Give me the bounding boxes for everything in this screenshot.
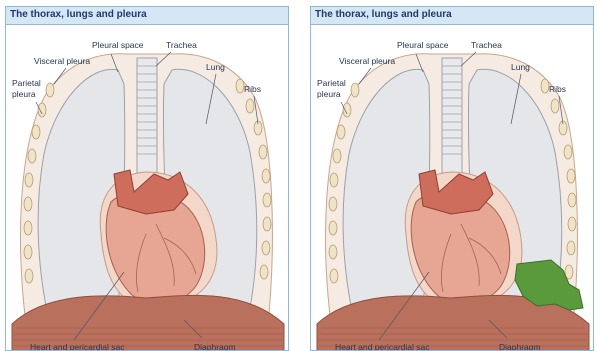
label-parietal: Parietal: [12, 78, 41, 88]
label-trachea: Trachea: [166, 40, 197, 50]
label-diaphragm: Diaphragm: [194, 342, 236, 351]
label-diaphragm: Diaphragm: [499, 342, 541, 351]
label-trachea: Trachea: [471, 40, 502, 50]
panel-title-bar: The thorax, lungs and pleura: [6, 7, 288, 25]
trachea: [137, 58, 157, 178]
label-pleural-space: Pleural space: [92, 40, 144, 50]
label-heart: Heart and pericardial sac: [335, 342, 430, 351]
thorax-illustration: Pleural space Trachea Visceral pleura Lu…: [6, 24, 289, 351]
label-lung: Lung: [206, 62, 225, 72]
label-lung: Lung: [511, 62, 530, 72]
great-vessels: [114, 170, 188, 214]
label-visceral-pleura: Visceral pleura: [339, 56, 395, 66]
label-pleura: pleura: [317, 89, 341, 99]
label-pleural-space: Pleural space: [397, 40, 449, 50]
diagram-panel-right: The thorax, lungs and pleura: [310, 6, 594, 351]
label-visceral-pleura: Visceral pleura: [34, 56, 90, 66]
great-vessels: [419, 170, 493, 214]
panel-title: The thorax, lungs and pleura: [10, 9, 147, 20]
panel-title: The thorax, lungs and pleura: [315, 9, 452, 20]
panel-title-bar: The thorax, lungs and pleura: [311, 7, 593, 25]
label-parietal: Parietal: [317, 78, 346, 88]
label-pleura: pleura: [12, 89, 36, 99]
trachea: [442, 58, 462, 178]
label-ribs: Ribs: [244, 84, 261, 94]
label-ribs: Ribs: [549, 84, 566, 94]
label-heart: Heart and pericardial sac: [30, 342, 125, 351]
diagram-panel-left: The thorax, lungs and pleura: [5, 6, 289, 351]
thorax-illustration: Pleural space Trachea Visceral pleura Lu…: [311, 24, 594, 351]
